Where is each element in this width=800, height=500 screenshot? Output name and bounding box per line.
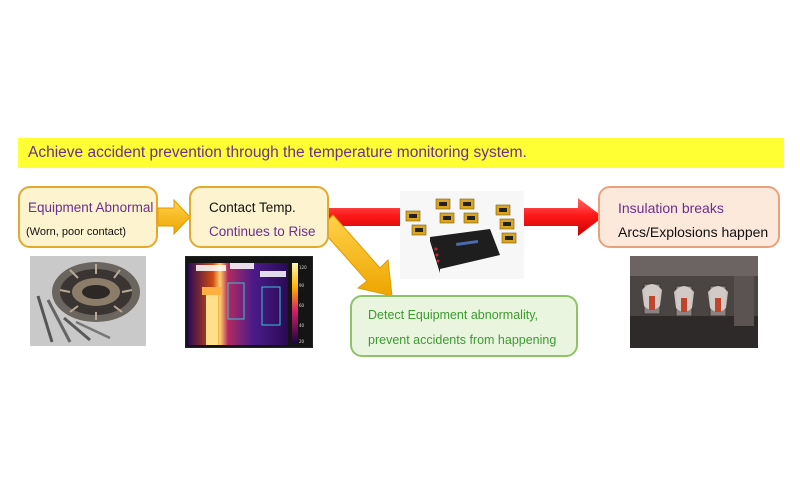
svg-text:40: 40 <box>299 323 305 328</box>
headline-text: Achieve accident prevention through the … <box>28 144 527 161</box>
arrow-equipment-to-temp <box>157 198 191 236</box>
svg-text:90: 90 <box>299 283 305 288</box>
insulation-line2: Arcs/Explosions happen <box>618 224 769 240</box>
detect-line1: Detect Equipment abnormality, <box>368 308 538 322</box>
worn-contact-photo <box>30 256 146 346</box>
svg-text:120: 120 <box>299 265 307 270</box>
equipment-abnormal-subtitle: (Worn, poor contact) <box>26 226 127 238</box>
contact-temp-line1: Contact Temp. <box>209 200 296 215</box>
detect-abnormality-box: Detect Equipment abnormality, prevent ac… <box>350 295 578 357</box>
svg-text:60: 60 <box>299 303 305 308</box>
burnt-contacts-photo <box>630 256 758 348</box>
detect-line2: prevent accidents from happening <box>368 333 557 347</box>
insulation-line1: Insulation breaks <box>618 200 724 216</box>
thermal-image: 120 90 60 40 20 <box>185 256 313 348</box>
equipment-abnormal-title: Equipment Abnormal <box>28 200 154 215</box>
contact-temp-line2: Continues to Rise <box>209 224 316 239</box>
arrow-temp-to-detect <box>319 214 393 297</box>
temperature-monitor-device-photo <box>400 191 524 279</box>
insulation-breaks-box: Insulation breaks Arcs/Explosions happen <box>598 186 780 248</box>
headline-banner: Achieve accident prevention through the … <box>18 138 784 168</box>
contact-temp-box: Contact Temp. Continues to Rise <box>189 186 329 248</box>
svg-text:20: 20 <box>299 339 305 344</box>
equipment-abnormal-box: Equipment Abnormal (Worn, poor contact) <box>18 186 158 248</box>
